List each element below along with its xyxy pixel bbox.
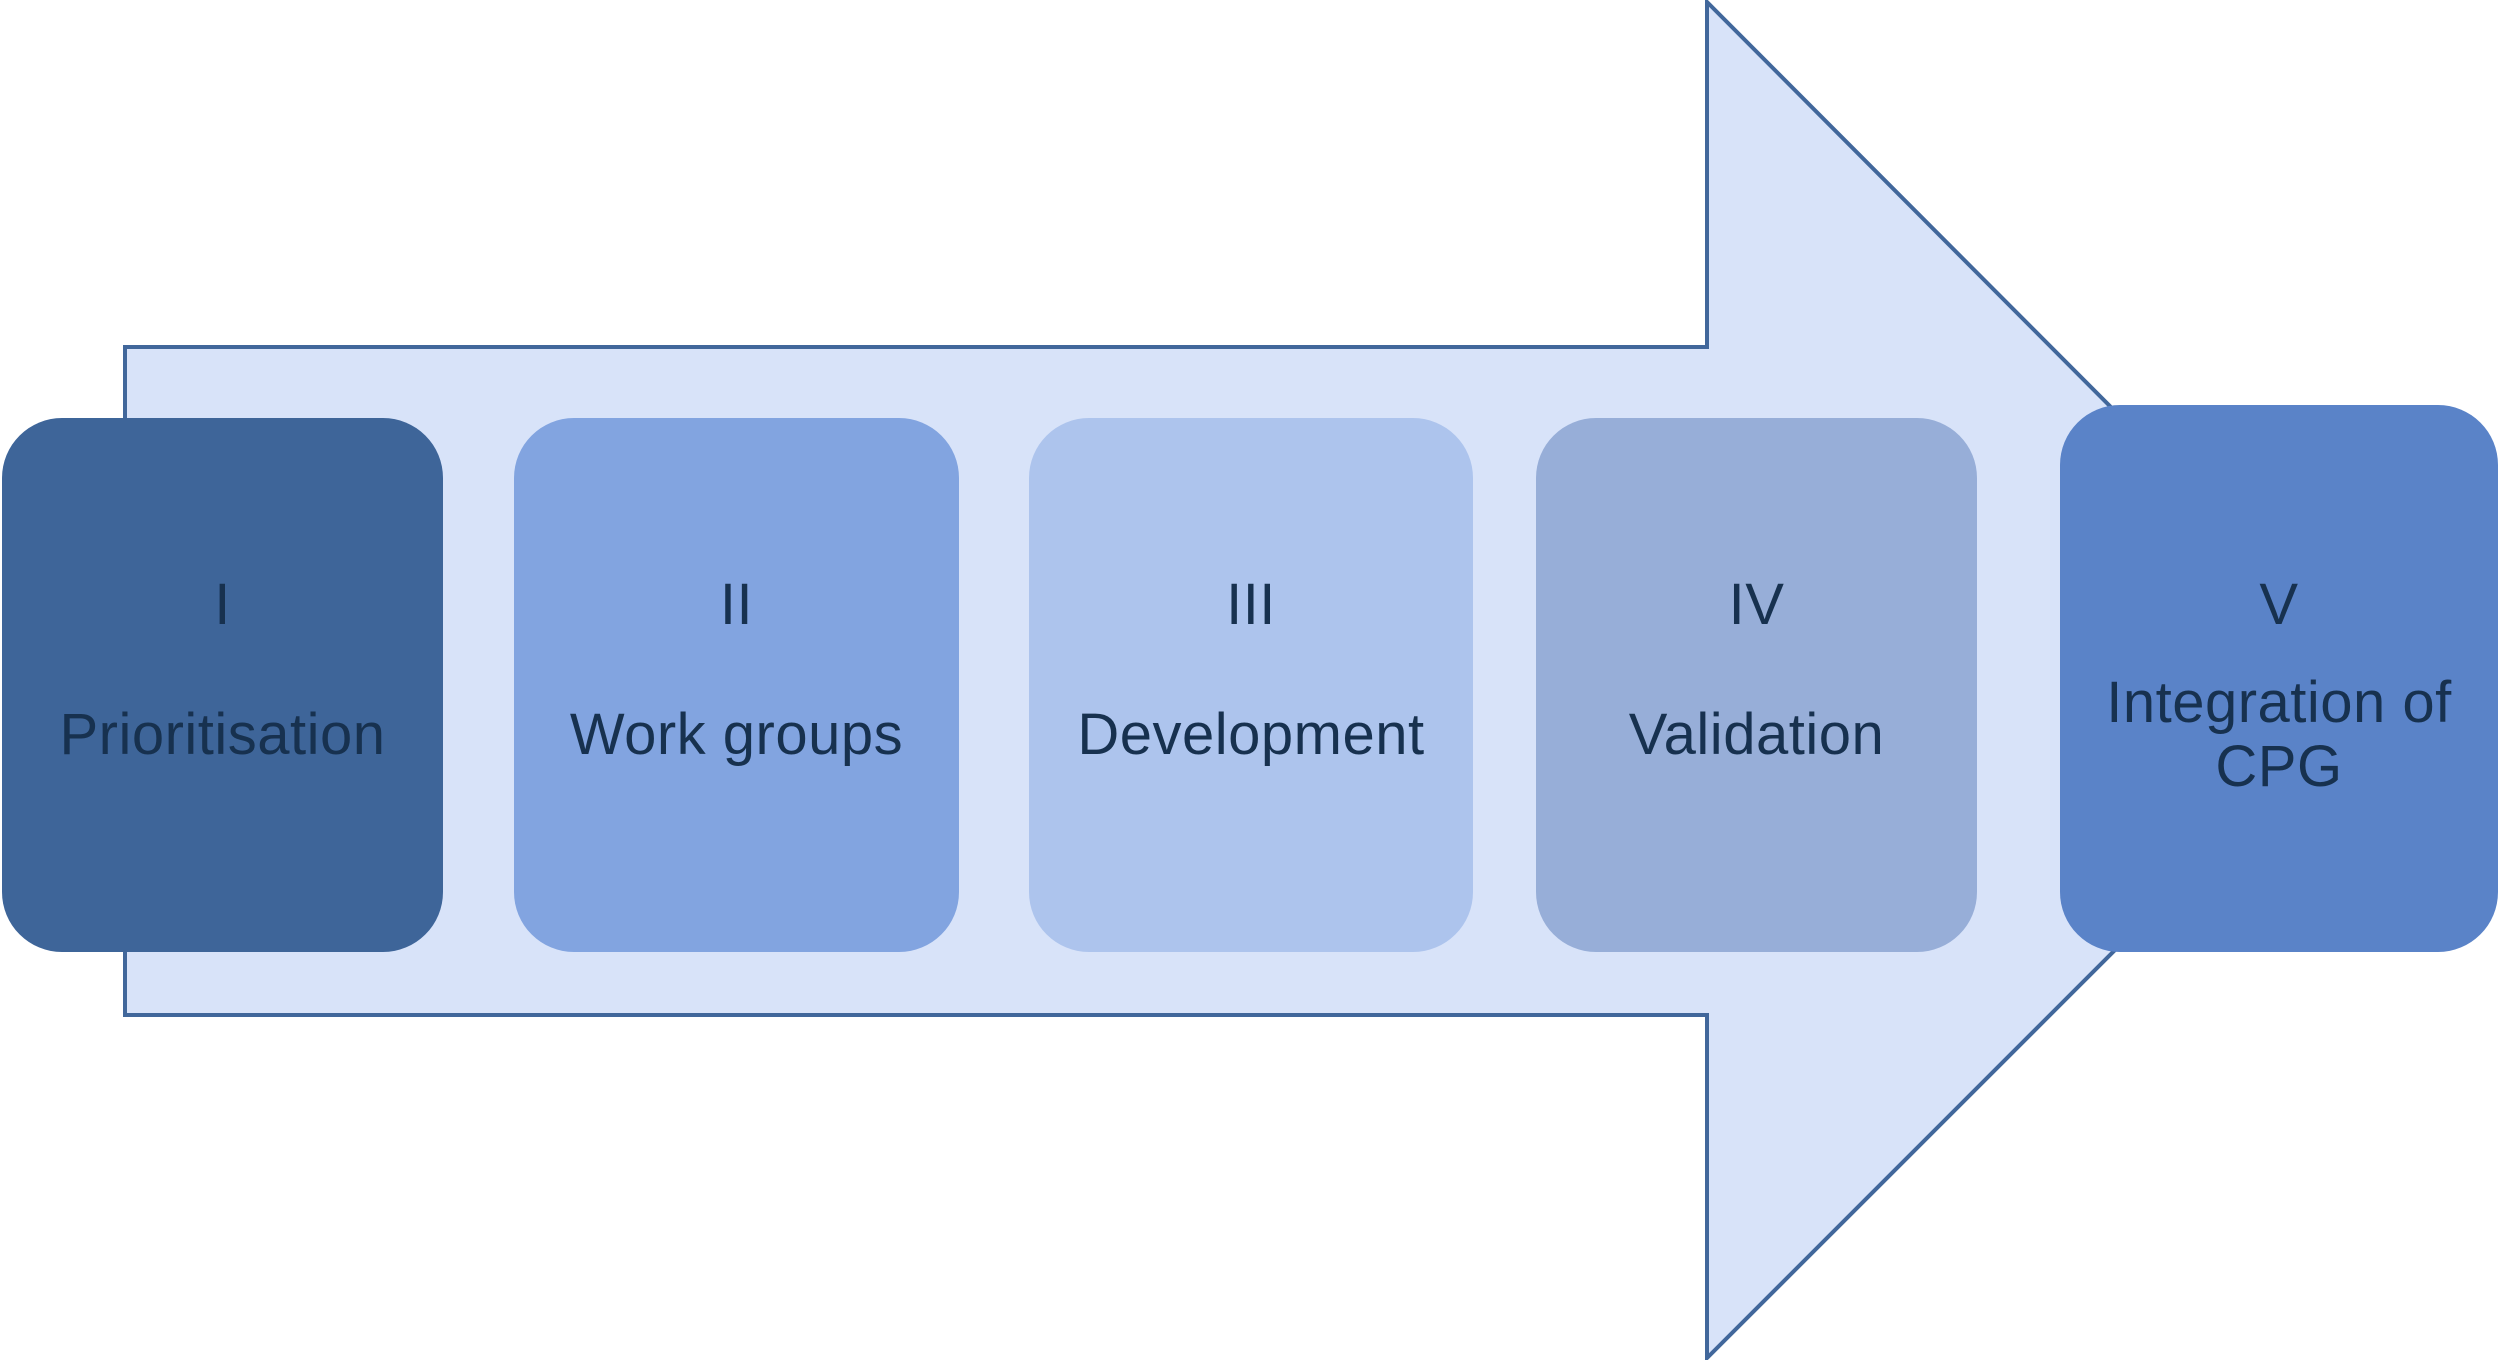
- stage-box-iii: III Development: [1029, 418, 1473, 952]
- stage-label: Prioritisation: [59, 702, 386, 767]
- stage-box-ii: II Work groups: [514, 418, 959, 952]
- stage-numeral: V: [2259, 572, 2299, 637]
- stage-label: Validation: [1628, 702, 1885, 767]
- stage-box-i: I Prioritisation: [2, 418, 443, 952]
- stage-label: Development: [1077, 702, 1425, 767]
- stage-numeral: IV: [1728, 572, 1785, 637]
- stage-numeral: III: [1226, 572, 1276, 637]
- stage-label: Work groups: [569, 702, 904, 767]
- stage-label: Integration of CPG: [2106, 670, 2452, 799]
- stage-numeral: II: [719, 572, 754, 637]
- stage-numeral: I: [214, 572, 231, 637]
- stage-box-iv: IV Validation: [1536, 418, 1977, 952]
- stage-box-v: V Integration of CPG: [2060, 405, 2498, 952]
